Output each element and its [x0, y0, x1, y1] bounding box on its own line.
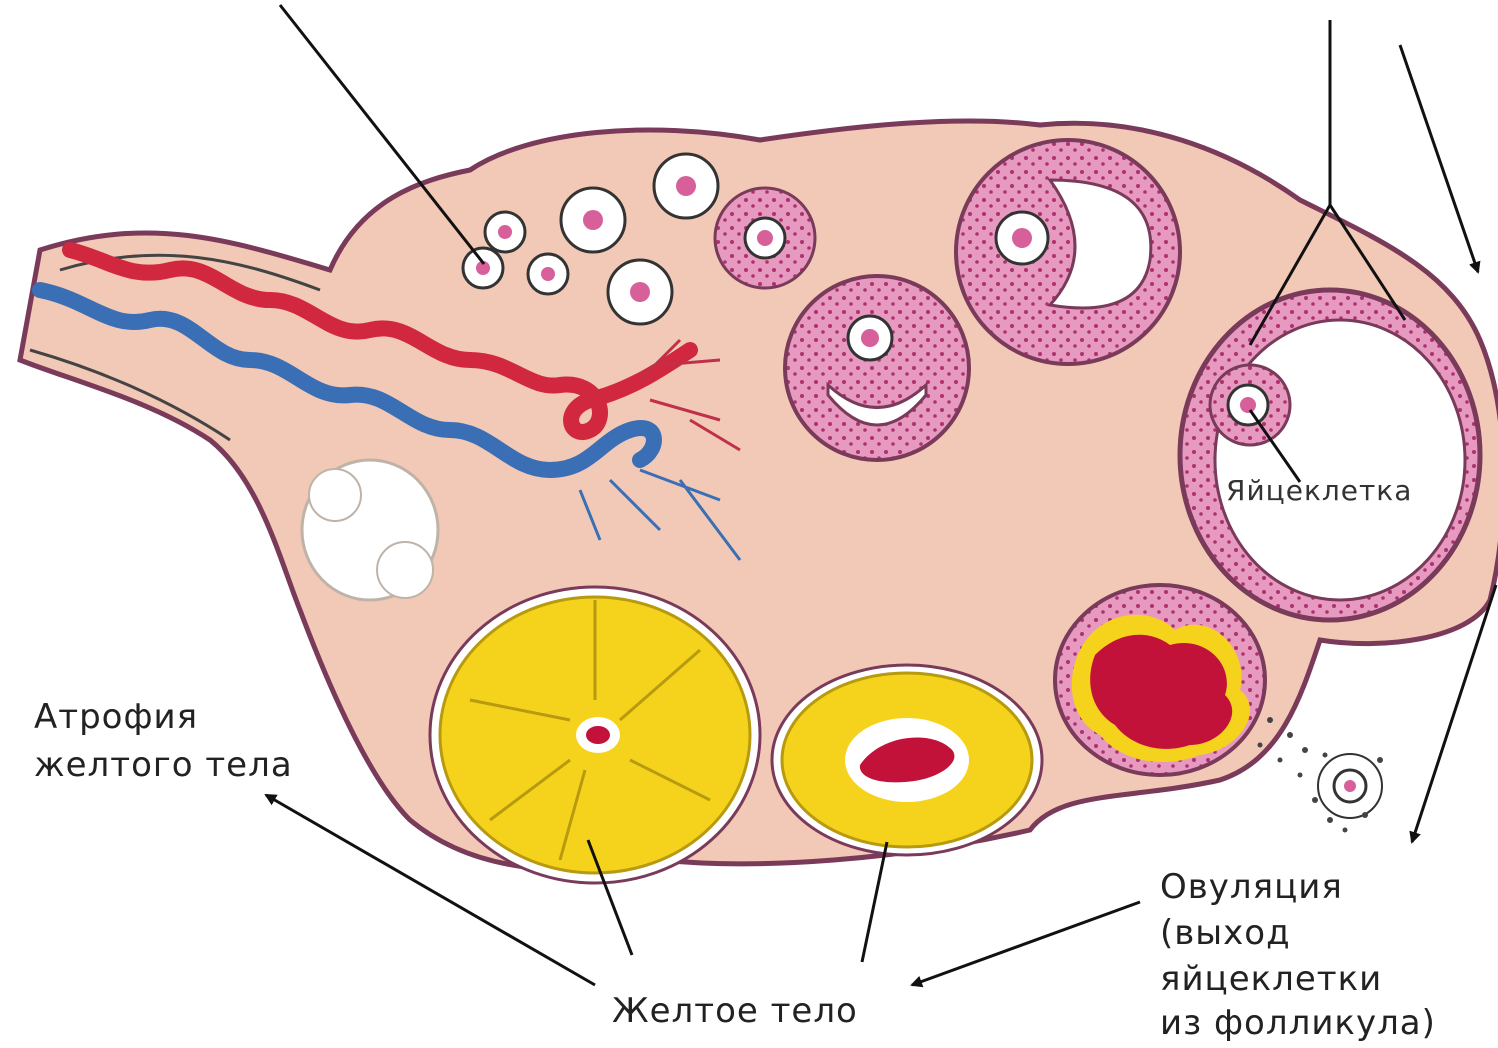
ovulation-label-line4: из фолликула): [1160, 1000, 1436, 1046]
ruptured-follicle: [1055, 585, 1265, 775]
secondary-follicle: [785, 276, 969, 460]
mature-follicle: [1180, 290, 1480, 620]
corpus-albicans: [302, 460, 438, 600]
ovulation-label-line2: (выход: [1160, 910, 1291, 956]
ovulation-arrow: [912, 902, 1140, 985]
growing-follicle: [715, 188, 815, 288]
atrophy-label-line2: желтого тела: [34, 742, 293, 788]
ovulation-label-line3: яйцеклетки: [1160, 956, 1382, 1002]
oocyte-label: Яйцеклетка: [1226, 474, 1412, 508]
atrophy-label-line1: Атрофия: [34, 694, 198, 740]
corpus-luteum-pointer-2: [862, 842, 887, 962]
corpus-luteum-large: [430, 587, 760, 883]
cycle-arrow-right-top: [1400, 45, 1478, 272]
tertiary-follicle: [956, 140, 1180, 364]
ovulation-label-line1: Овуляция: [1160, 864, 1343, 910]
corpus-luteum-medium: [772, 665, 1042, 855]
corpus-luteum-label: Желтое тело: [612, 988, 858, 1034]
